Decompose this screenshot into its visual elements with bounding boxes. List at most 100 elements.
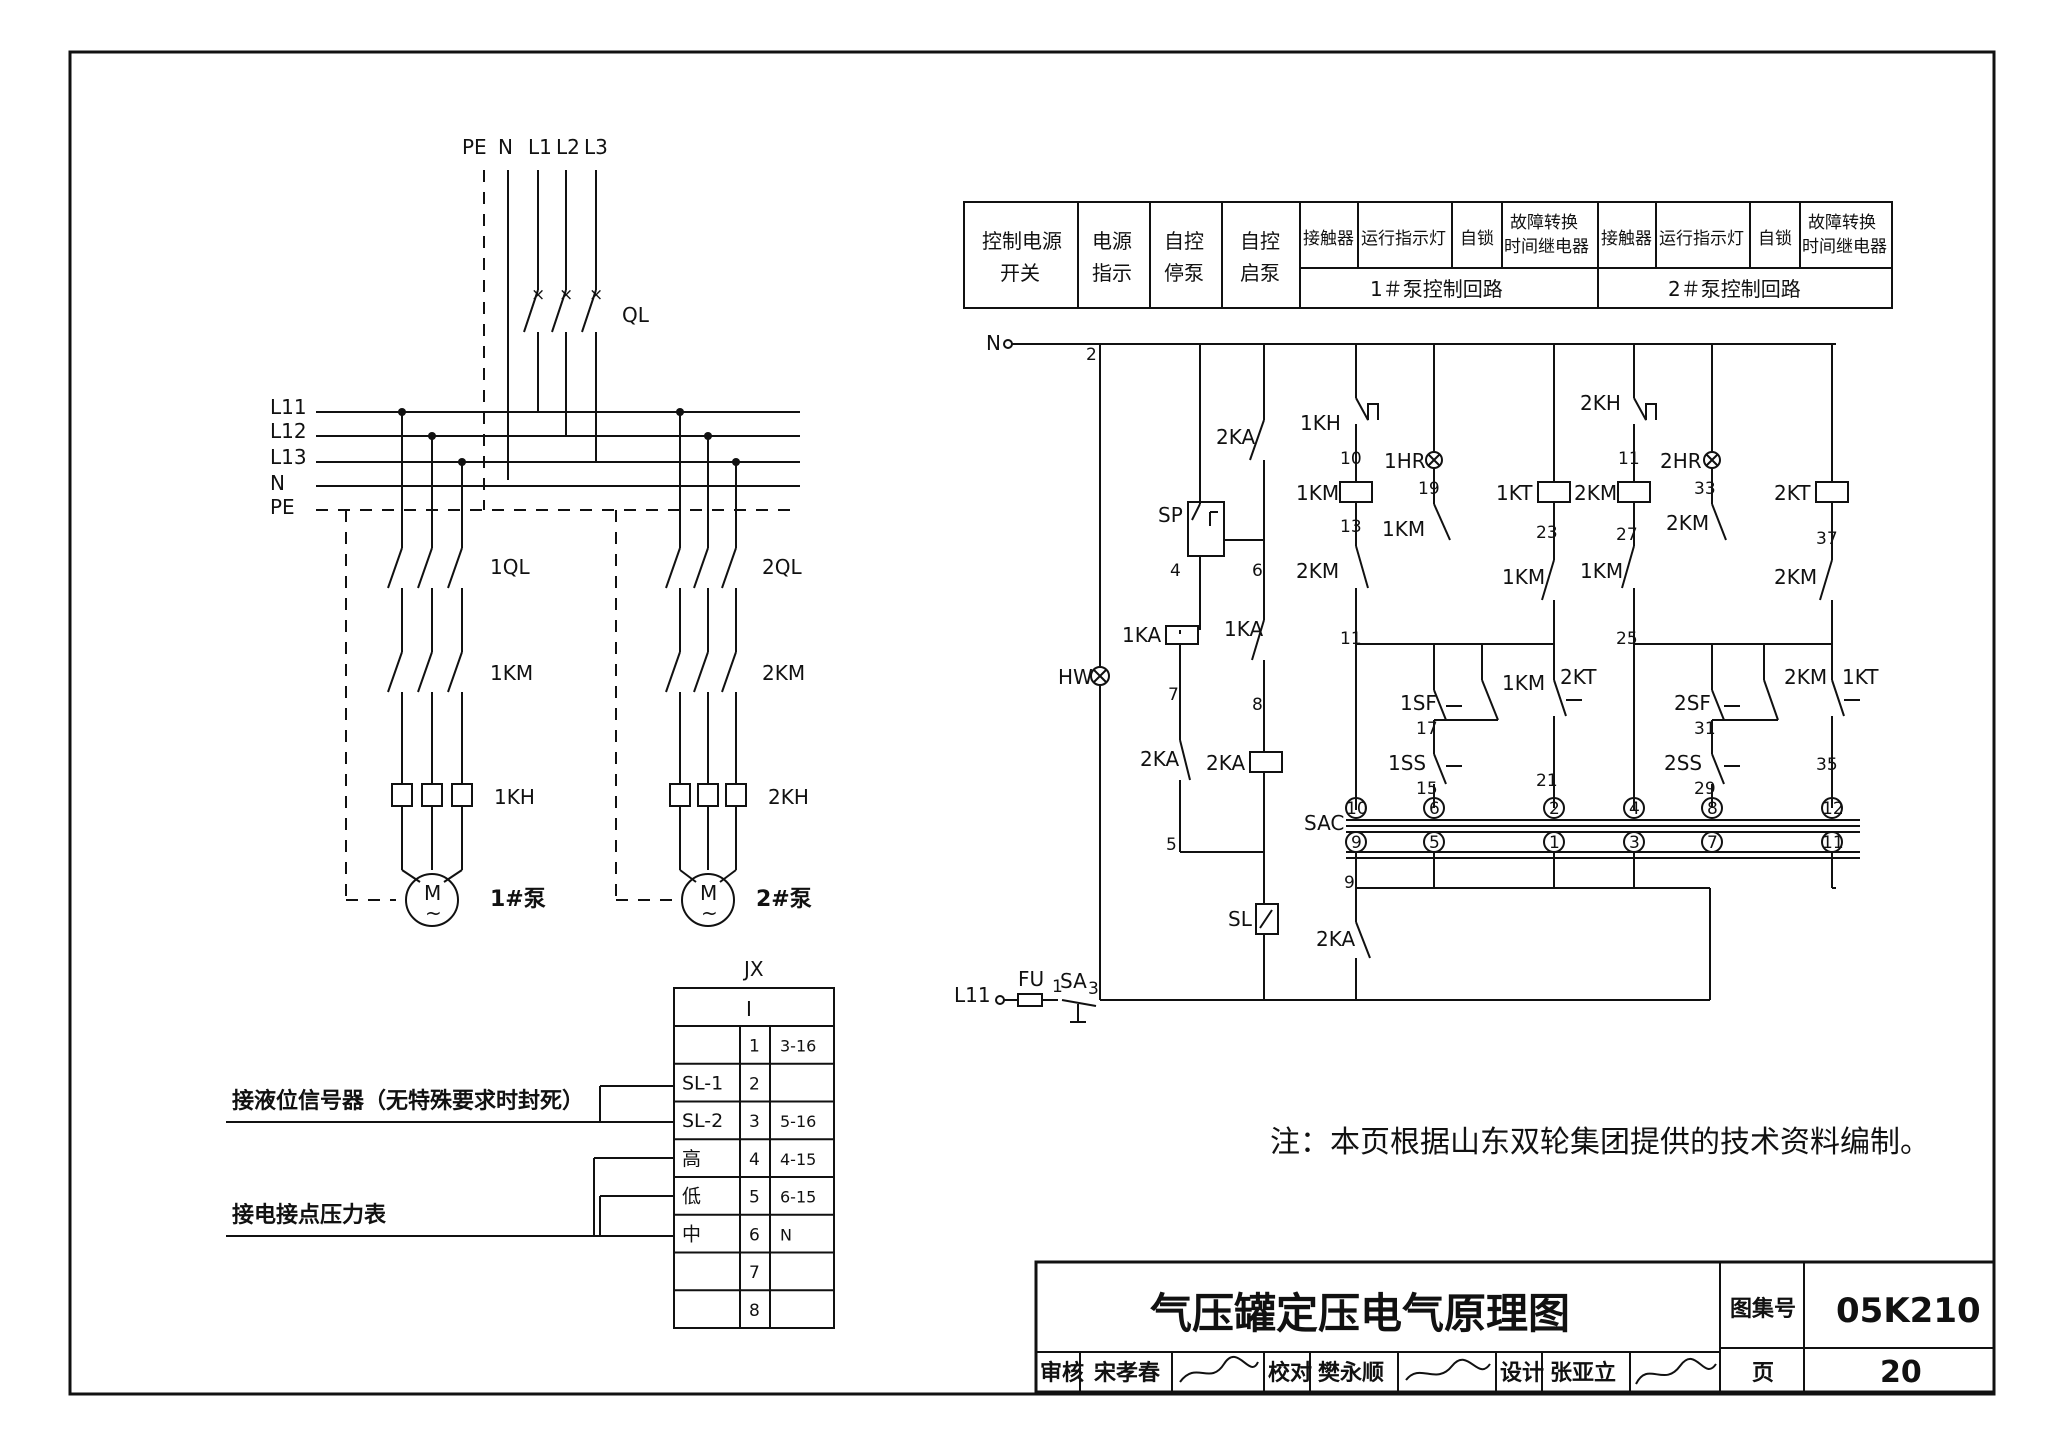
svg-text:4: 4 — [1170, 561, 1181, 581]
svg-text:1KH: 1KH — [1300, 411, 1341, 435]
jx-row-num: 8 — [749, 1301, 760, 1321]
svg-text:时间继电器: 时间继电器 — [1802, 237, 1887, 257]
svg-text:2KA: 2KA — [1216, 425, 1255, 449]
svg-text:6: 6 — [1429, 799, 1440, 819]
bus-l11-label: L11 — [270, 395, 307, 419]
svg-text:×: × — [589, 285, 603, 305]
contact-1km-nc — [1541, 559, 1555, 601]
motor-1 — [405, 873, 459, 927]
jx-row-num: 1 — [749, 1037, 760, 1057]
contact-2km-nc-1 — [1355, 545, 1369, 589]
svg-text:停泵: 停泵 — [1164, 261, 1204, 285]
contact-2ka-nc — [1179, 739, 1191, 781]
svg-text:21: 21 — [1536, 771, 1558, 791]
svg-text:35: 35 — [1816, 755, 1838, 775]
svg-text:~: ~ — [425, 901, 442, 925]
svg-text:23: 23 — [1536, 523, 1558, 543]
svg-text:2KT: 2KT — [1774, 481, 1811, 505]
jx-row-left: 低 — [682, 1186, 701, 1208]
svg-text:~: ~ — [701, 901, 718, 925]
svg-text:2: 2 — [1086, 345, 1097, 365]
svg-text:自锁: 自锁 — [1460, 229, 1494, 249]
svg-text:时间继电器: 时间继电器 — [1504, 237, 1589, 257]
jx-row-num: 5 — [749, 1188, 760, 1208]
fuse-fu — [1017, 993, 1043, 1007]
sac-terminals-bottom: 9 5 1 3 7 11 — [1345, 831, 1844, 853]
ql-label: QL — [622, 303, 650, 327]
svg-text:2KM: 2KM — [1574, 481, 1617, 505]
svg-text:2KH: 2KH — [1580, 391, 1621, 415]
svg-text:2KM: 2KM — [1296, 559, 1339, 583]
svg-text:10: 10 — [1340, 449, 1362, 469]
atlas-label: 图集号 — [1730, 1296, 1796, 1322]
button-1sf — [1433, 689, 1447, 721]
jx-row-left: 中 — [682, 1223, 701, 1245]
sl-label: SL — [1228, 907, 1253, 931]
svg-text:1KM: 1KM — [1502, 671, 1545, 695]
svg-text:2KT: 2KT — [1560, 665, 1597, 689]
svg-text:2SS: 2SS — [1664, 751, 1702, 775]
svg-text:运行指示灯: 运行指示灯 — [1659, 229, 1744, 249]
svg-text:2KM: 2KM — [1774, 565, 1817, 589]
header-group2-label: 2＃泵控制回路 — [1668, 277, 1801, 301]
jx-row-num: 3 — [749, 1112, 760, 1132]
svg-text:10: 10 — [1346, 799, 1368, 819]
contact-2km-lamp — [1711, 503, 1727, 541]
contact-1km-hold — [1481, 679, 1499, 721]
svg-text:2KA: 2KA — [1206, 751, 1245, 775]
reviewer-name: 宋孝春 — [1094, 1360, 1160, 1386]
svg-text:1KT: 1KT — [1842, 665, 1879, 689]
bus-pe-label: PE — [270, 495, 295, 519]
svg-text:启泵: 启泵 — [1240, 261, 1280, 285]
bus-l13-label: L13 — [270, 445, 307, 469]
jx-row-num: 2 — [749, 1074, 760, 1094]
control-n-label: N — [986, 331, 1001, 355]
relay-1kh-label: 1KH — [494, 785, 535, 809]
reviewer-signature — [1179, 1356, 1259, 1383]
svg-text:×: × — [531, 285, 545, 305]
svg-text:×: × — [559, 285, 573, 305]
bus-label-l1: L1 — [528, 135, 552, 159]
svg-text:31: 31 — [1694, 719, 1716, 739]
jx-row-left: 高 — [682, 1148, 701, 1170]
review-label: 审核 — [1040, 1360, 1084, 1386]
button-1ss — [1433, 753, 1447, 785]
svg-text:1: 1 — [1052, 977, 1063, 997]
jx-title: JX — [742, 957, 764, 981]
svg-text:指示: 指示 — [1092, 261, 1132, 285]
svg-text:27: 27 — [1616, 525, 1638, 545]
svg-text:29: 29 — [1694, 779, 1716, 799]
relay-1ka-coil — [1165, 625, 1199, 645]
svg-text:自控: 自控 — [1240, 229, 1280, 253]
svg-text:2SF: 2SF — [1674, 691, 1711, 715]
jx-row-left: SL-2 — [682, 1110, 723, 1132]
sheet-frame — [68, 50, 1996, 1396]
svg-text:3: 3 — [1629, 833, 1640, 853]
svg-text:11: 11 — [1618, 449, 1640, 469]
svg-text:故障转换: 故障转换 — [1510, 213, 1578, 233]
power-circuit: PE N L1 L2 L3 × × × QL L11 L12 L13 N PE — [270, 135, 812, 927]
bus-n-label: N — [270, 471, 285, 495]
svg-text:2HR: 2HR — [1660, 449, 1702, 473]
svg-text:M: M — [700, 881, 717, 905]
svg-text:电源: 电源 — [1092, 229, 1132, 253]
contactor-1km-label: 1KM — [490, 661, 533, 685]
button-2sf — [1711, 689, 1725, 721]
svg-text:1KM: 1KM — [1502, 565, 1545, 589]
contact-2km-nc — [1819, 559, 1833, 601]
svg-text:1HR: 1HR — [1384, 449, 1426, 473]
jx-level-label: 接液位信号器（无特殊要求时封死） — [232, 1088, 584, 1114]
hw-label: HW — [1058, 665, 1093, 689]
svg-text:4: 4 — [1629, 799, 1640, 819]
svg-text:2KM: 2KM — [1784, 665, 1827, 689]
bus-label-l2: L2 — [556, 135, 580, 159]
svg-text:自控: 自控 — [1164, 229, 1204, 253]
svg-text:2: 2 — [1549, 799, 1560, 819]
pressure-switch-sp — [1187, 501, 1225, 557]
checker-signature — [1405, 1358, 1491, 1381]
contact-2ka-auto — [1355, 921, 1371, 959]
svg-text:11: 11 — [1822, 833, 1844, 853]
contactor-2km-coil — [1617, 481, 1651, 503]
header-col-1-line2: 开关 — [1000, 261, 1040, 285]
page-label: 页 — [1752, 1361, 1774, 1386]
